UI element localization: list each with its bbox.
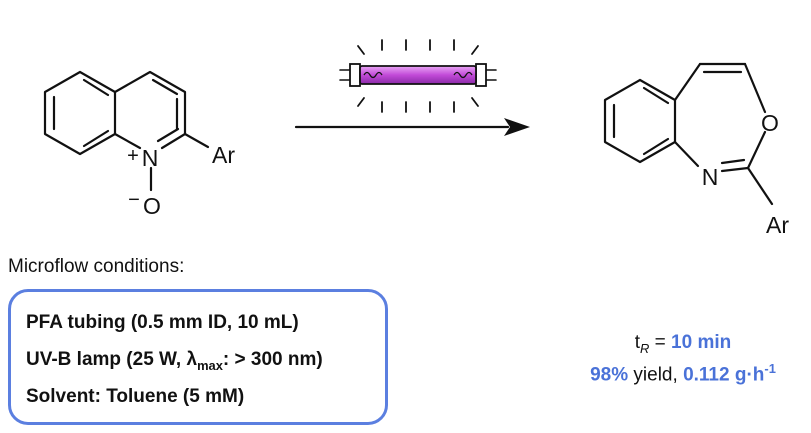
uv-lamp-icon	[339, 39, 497, 113]
yield-value: 98%	[590, 364, 629, 386]
reactant-oxygen-charge: −	[128, 189, 140, 211]
reaction-scheme: N + O − Ar	[43, 39, 789, 238]
product-oxygen-label: O	[761, 110, 779, 136]
reactant-structure: N + O − Ar	[43, 70, 235, 219]
condition-lamp-prefix: UV-B lamp (25 W,	[26, 349, 187, 370]
condition-tubing: PFA tubing (0.5 mm ID, 10 mL)	[26, 312, 299, 333]
residence-time-subscript: R	[640, 340, 650, 356]
product-aryl-label: Ar	[766, 212, 789, 238]
conditions-heading: Microflow conditions:	[8, 256, 185, 277]
conditions-box: PFA tubing (0.5 mm ID, 10 mL) UV-B lamp …	[8, 289, 388, 425]
productivity-value: 0.112 g·h	[683, 364, 765, 386]
productivity-exponent: -1	[764, 360, 776, 376]
reactant-nitrogen-label: N	[142, 145, 159, 171]
reactant-oxygen-label: O	[143, 193, 161, 219]
lambda-symbol: λ	[186, 349, 198, 370]
result-summary: tR = 10 min 98% yield, 0.112 g·h-1	[560, 332, 806, 391]
reaction-arrow-icon	[294, 118, 530, 136]
residence-time-symbol: t	[634, 332, 641, 353]
residence-time-equals: =	[649, 332, 672, 353]
product-nitrogen-label: N	[702, 164, 719, 190]
residence-time-value: 10 min	[671, 332, 732, 353]
reactant-aryl-label: Ar	[212, 142, 235, 168]
condition-lamp-suffix: : > 300 nm)	[222, 349, 323, 370]
residence-time: tR = 10 min	[560, 332, 806, 356]
reactant-nitrogen-charge: +	[127, 145, 139, 167]
product-structure: O N Ar	[603, 62, 789, 238]
condition-lamp: UV-B lamp (25 W, λmax: > 300 nm)	[26, 349, 323, 373]
yield-line: 98% yield, 0.112 g·h-1	[560, 361, 806, 386]
lambda-subscript: max	[197, 357, 223, 373]
yield-label: yield,	[628, 364, 684, 386]
condition-solvent: Solvent: Toluene (5 mM)	[26, 386, 245, 407]
